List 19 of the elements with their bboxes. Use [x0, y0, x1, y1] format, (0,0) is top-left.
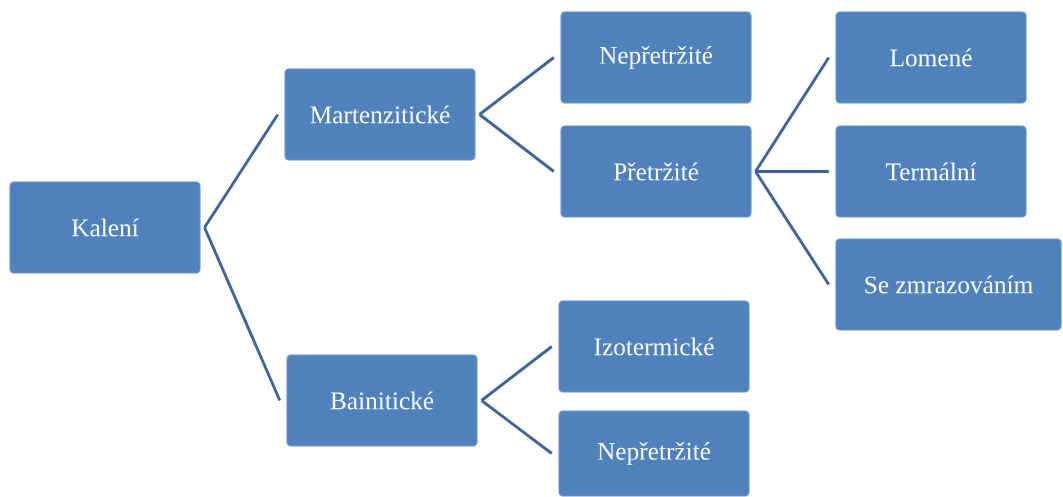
process-box: Se zmrazováním	[835, 238, 1062, 331]
connector-line	[478, 113, 555, 173]
connector-line	[754, 56, 831, 173]
process-box: Martenzitické	[284, 68, 476, 161]
process-box: Přetržité	[560, 125, 752, 218]
process-box: Izotermické	[558, 300, 750, 393]
connector-line	[203, 226, 282, 402]
process-box: Lomené	[835, 11, 1027, 104]
process-box: Nepřetržité	[558, 410, 750, 497]
process-box: Nepřetržité	[560, 11, 752, 104]
connector-line	[480, 345, 553, 402]
connector-line	[480, 399, 553, 455]
process-box: Termální	[835, 125, 1027, 218]
connector-line	[755, 170, 829, 173]
process-box: Kalení	[9, 181, 201, 274]
connector-line	[478, 56, 555, 116]
connector-line	[754, 170, 830, 286]
connector-line	[203, 113, 280, 229]
process-box: Bainitické	[286, 354, 478, 447]
